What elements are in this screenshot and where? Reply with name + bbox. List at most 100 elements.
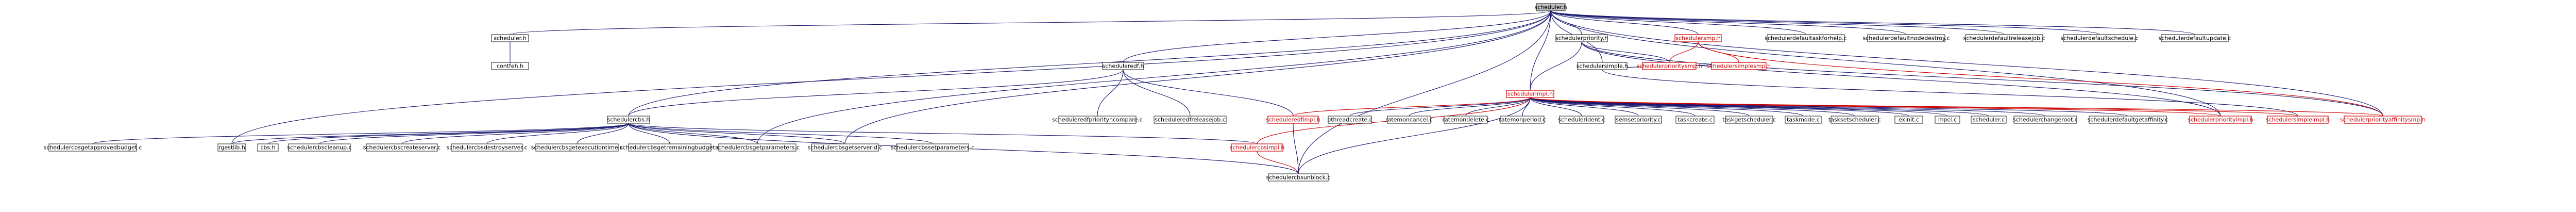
edge-root-to-defaultask: [1550, 10, 1806, 35]
node-defaultrelease[interactable]: schedulerdefaultreleasejob.c: [1963, 34, 2045, 42]
node-defaultnode[interactable]: schedulerdefaultnodedestroy.c: [1862, 34, 1950, 42]
node-edfimpl[interactable]: scheduleredfimpl.h: [1266, 116, 1320, 124]
node-box: [1615, 116, 1662, 124]
edge-schedimpl-to-taskmode: [1530, 97, 1804, 117]
node-box: [2161, 34, 2229, 42]
node-schedsmp[interactable]: schedulersmp.h: [1674, 34, 1722, 42]
node-affinitysmp[interactable]: schedulerpriorityaffinitysmp.h: [2340, 116, 2426, 124]
node-scheduleredf[interactable]: scheduleredf.h: [1102, 62, 1144, 70]
node-schedulerident[interactable]: schedulerident.c: [1558, 116, 1605, 124]
node-box: [628, 143, 711, 152]
node-label: ratemonperiod.c: [1499, 117, 1546, 123]
node-exinit[interactable]: exinit.c: [1894, 116, 1923, 124]
node-pthreadcreate[interactable]: pthreadcreate.c: [1327, 116, 1372, 124]
node-label: schedulersmp.h: [1675, 35, 1721, 42]
node-box: [718, 143, 796, 152]
edge-root-to-schedsmp: [1550, 10, 1699, 35]
node-ratemondelete[interactable]: ratemondelete.c: [1443, 116, 1489, 124]
node-tasksetsched[interactable]: tasksetscheduler.c: [1828, 116, 1881, 124]
node-cbscreateserver[interactable]: schedulercbscreateserver.c: [363, 143, 441, 152]
node-box: [1506, 90, 1554, 98]
node-sched_h_l[interactable]: scheduler.h: [491, 34, 529, 42]
edge-scheduleredf-to-edfrelease: [1123, 69, 1191, 117]
node-ratemoncancel[interactable]: ratemoncancel.c: [1385, 116, 1433, 124]
node-getaffinity[interactable]: schedulerdefaultgetaffinity.c: [2088, 116, 2168, 124]
node-box: [1674, 34, 1722, 42]
node-edfprio[interactable]: scheduleredfpriorityncompare.c: [1052, 116, 1143, 124]
edge-schedsmp-to-schedprioritysmp: [1669, 41, 1699, 63]
node-scheduler_c[interactable]: scheduler.c: [1971, 116, 2007, 124]
node-label: schedulercbsgetremainingbudget.c: [620, 144, 720, 151]
node-label: scheduler.h: [494, 35, 526, 42]
node-priorityimpl[interactable]: schedulerpriorityimpl.h: [2188, 116, 2253, 124]
node-contfeh[interactable]: contfeh.h: [491, 62, 529, 70]
node-box: [491, 62, 529, 70]
node-defaultupdate[interactable]: schedulerdefaultupdate.c: [2159, 34, 2231, 42]
node-cbssetparams[interactable]: schedulercbssetparameters.c: [891, 143, 975, 152]
node-rgest[interactable]: rgestlib.h: [217, 143, 246, 152]
node-label: ratemondelete.c: [1443, 117, 1489, 123]
node-ratemonperiod[interactable]: ratemonperiod.c: [1499, 116, 1546, 124]
node-label: schedulerchangeroot.c: [2013, 117, 2078, 123]
node-cbsexec[interactable]: schedulercbsgetexecutiontime.c: [531, 143, 623, 152]
node-label: scheduler.c: [1973, 117, 2005, 123]
node-changeroot[interactable]: schedulerchangeroot.c: [2013, 116, 2078, 124]
node-schedcbs[interactable]: schedulercbs.h: [607, 116, 650, 124]
node-box: [1058, 116, 1137, 124]
node-root[interactable]: scheduler.h: [1534, 3, 1567, 11]
nodes: scheduler.h scheduler.h contfeh.h scheduler…: [44, 3, 2426, 182]
edge-schedimpl-to-schedulerident: [1530, 97, 1582, 117]
edge-root-to-cbsgetparams: [757, 10, 1551, 144]
node-label: exinit.c: [1899, 117, 1919, 123]
node-label: schedulercbssetparameters.c: [891, 144, 975, 151]
node-box: [535, 143, 619, 152]
node-semsetprio[interactable]: semsetpriority.c: [1615, 116, 1662, 124]
node-cbsgetserverid[interactable]: schedulercbsgetserverid.c: [808, 143, 883, 152]
edge-schedsmp-to-affinitysmp: [1698, 41, 2383, 117]
node-box: [1154, 116, 1227, 124]
node-schedpriority[interactable]: schedulerpriority.h: [1555, 34, 1608, 42]
node-box: [1102, 62, 1144, 70]
edge-schedpriority-to-affinitysmp: [1581, 41, 2383, 117]
node-schedsimplesmp[interactable]: schedulersimplesmp.h: [1707, 62, 1771, 70]
node-schedimpl[interactable]: schedulerimpl.h: [1506, 90, 1554, 98]
node-cbsgetapproved[interactable]: schedulercbsgetapprovedbudget.c: [44, 143, 142, 152]
edge-root-to-defaultschedule: [1550, 10, 2100, 35]
node-box: [1559, 116, 1604, 124]
edge-root-to-cbsunblock: [1298, 10, 1551, 174]
node-defaultschedule[interactable]: schedulerdefaultschedule.c: [2060, 34, 2139, 42]
node-taskcreate[interactable]: taskcreate.c: [1675, 116, 1715, 124]
node-mpci[interactable]: mpci.c: [1935, 116, 1960, 124]
node-taskmode[interactable]: taskmode.c: [1785, 116, 1822, 124]
node-cbs_h[interactable]: cbs.h: [257, 143, 279, 152]
node-box: [2189, 116, 2252, 124]
node-schedprioritysmp[interactable]: schedulerprioritysmp.h: [1636, 62, 1702, 70]
node-box: [1328, 116, 1372, 124]
node-cbsdestroy[interactable]: schedulercbsdestroyserver.c: [446, 143, 528, 152]
node-cbsimpl[interactable]: schedulercbsimpl.h: [1230, 143, 1285, 152]
edge-root-to-defaultupdate: [1550, 10, 2195, 35]
node-cbsremaining[interactable]: schedulercbsgetremainingbudget.c: [620, 143, 720, 152]
node-box: [1500, 116, 1545, 124]
node-cbscleanup[interactable]: schedulercbscleanup.c: [287, 143, 352, 152]
node-schedsimple[interactable]: schedulersimple.h: [1577, 62, 1629, 70]
node-label: schedulercbsimpl.h: [1230, 144, 1285, 151]
edge-root-to-scheduleredf: [1123, 10, 1551, 63]
edge-schedcbs-to-cbsexec: [577, 123, 629, 144]
node-simpleimpl[interactable]: schedulersimpleimpl.h: [2266, 116, 2330, 124]
edge-schedcbs-to-cbsgetapproved: [92, 123, 629, 144]
edge-root-to-schedimpl: [1530, 10, 1551, 91]
node-label: ratemoncancel.c: [1385, 117, 1433, 123]
node-box: [811, 143, 879, 152]
node-box: [2267, 116, 2329, 124]
node-label: schedulercbs.h: [607, 117, 650, 123]
edge-schedimpl-to-cbsunblock: [1298, 97, 1531, 174]
node-cbsunblock[interactable]: schedulercbsunblock.c: [1266, 173, 1331, 182]
node-edfrelease[interactable]: scheduleredfreleasejob.c: [1154, 116, 1227, 124]
node-box: [2089, 116, 2167, 124]
node-defaultask[interactable]: schedulerdefaultaskforhelp.c: [1765, 34, 1847, 42]
node-taskgetsched[interactable]: taskgetscheduler.c: [1722, 116, 1776, 124]
node-cbsgetparams[interactable]: schedulercbsgetparameters.c: [715, 143, 800, 152]
node-label: schedulercbsgetserverid.c: [808, 144, 883, 151]
node-label: semsetpriority.c: [1616, 117, 1661, 123]
